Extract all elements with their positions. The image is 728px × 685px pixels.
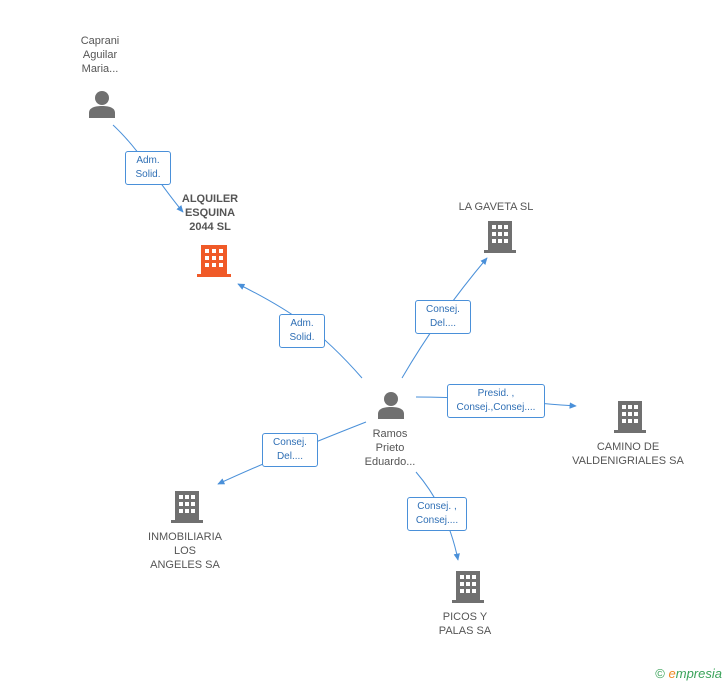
node-camino-line-1: CAMINO DE: [596, 441, 660, 453]
relation-line: Solid.: [135, 169, 161, 180]
node-alquiler-line-3: 2044 SL: [189, 221, 231, 233]
relation-line: Consej. ,: [417, 501, 457, 512]
relation-ramos-inmobiliaria[interactable]: Consej. Del....: [262, 433, 318, 467]
relation-line: Consej.: [273, 437, 307, 448]
relation-line: Consej....: [415, 515, 459, 526]
node-inmobiliaria-label[interactable]: INMOBILIARIA LOS ANGELES SA: [135, 530, 235, 572]
node-alquiler-line-2: ESQUINA: [184, 207, 236, 219]
node-caprani-line-2: Aguilar: [82, 49, 118, 61]
relation-ramos-camino[interactable]: Presid. , Consej.,Consej....: [447, 384, 545, 418]
relation-line: Del....: [276, 451, 304, 462]
copyright-icon: ©: [655, 666, 665, 681]
node-ramos-line-1: Ramos: [372, 428, 408, 440]
node-inmobiliaria-line-1: INMOBILIARIA: [148, 531, 222, 543]
relation-line: Adm.: [290, 318, 314, 329]
node-gaveta-label[interactable]: LA GAVETA SL: [440, 200, 552, 214]
relation-caprani-alquiler[interactable]: Adm. Solid.: [125, 151, 171, 185]
person-icon[interactable]: [87, 89, 117, 119]
node-ramos-line-2: Prieto: [375, 442, 405, 454]
node-inmobiliaria-line-2: LOS: [173, 545, 196, 557]
node-picos-line-2: PALAS SA: [438, 625, 492, 637]
brand-name: mpresia: [675, 666, 722, 681]
person-icon[interactable]: [376, 390, 406, 420]
relation-line: Adm.: [136, 155, 160, 166]
node-caprani-label[interactable]: Caprani Aguilar Maria...: [60, 34, 140, 76]
node-ramos-line-3: Eduardo...: [364, 456, 416, 468]
node-camino-label[interactable]: CAMINO DE VALDENIGRIALES SA: [568, 440, 688, 468]
building-icon-picos[interactable]: [452, 569, 484, 605]
relation-line: Consej.: [426, 304, 460, 315]
node-alquiler-label[interactable]: ALQUILER ESQUINA 2044 SL: [165, 192, 255, 234]
node-picos-label[interactable]: PICOS Y PALAS SA: [420, 610, 510, 638]
node-ramos-label[interactable]: Ramos Prieto Eduardo...: [350, 427, 430, 469]
relation-line: Solid.: [289, 332, 315, 343]
node-caprani-line-3: Maria...: [81, 63, 119, 75]
brand-e: e: [668, 666, 676, 681]
building-icon-inmobiliaria[interactable]: [171, 489, 203, 525]
building-icon-camino[interactable]: [614, 399, 646, 435]
relation-ramos-picos[interactable]: Consej. , Consej....: [407, 497, 467, 531]
relation-line: Presid. ,: [477, 388, 515, 399]
node-caprani-line-1: Caprani: [80, 35, 120, 47]
node-alquiler-line-1: ALQUILER: [181, 193, 239, 205]
relation-line: Del....: [429, 318, 457, 329]
relation-ramos-alquiler[interactable]: Adm. Solid.: [279, 314, 325, 348]
building-icon-main[interactable]: [197, 243, 231, 279]
brand-footer: © empresia: [655, 666, 722, 681]
building-icon-gaveta[interactable]: [484, 219, 516, 255]
node-gaveta-line-1: LA GAVETA SL: [458, 201, 534, 213]
relation-ramos-gaveta[interactable]: Consej. Del....: [415, 300, 471, 334]
node-inmobiliaria-line-3: ANGELES SA: [150, 559, 220, 571]
node-picos-line-1: PICOS Y: [442, 611, 488, 623]
node-camino-line-2: VALDENIGRIALES SA: [572, 455, 684, 467]
relation-line: Consej.,Consej....: [456, 402, 536, 413]
